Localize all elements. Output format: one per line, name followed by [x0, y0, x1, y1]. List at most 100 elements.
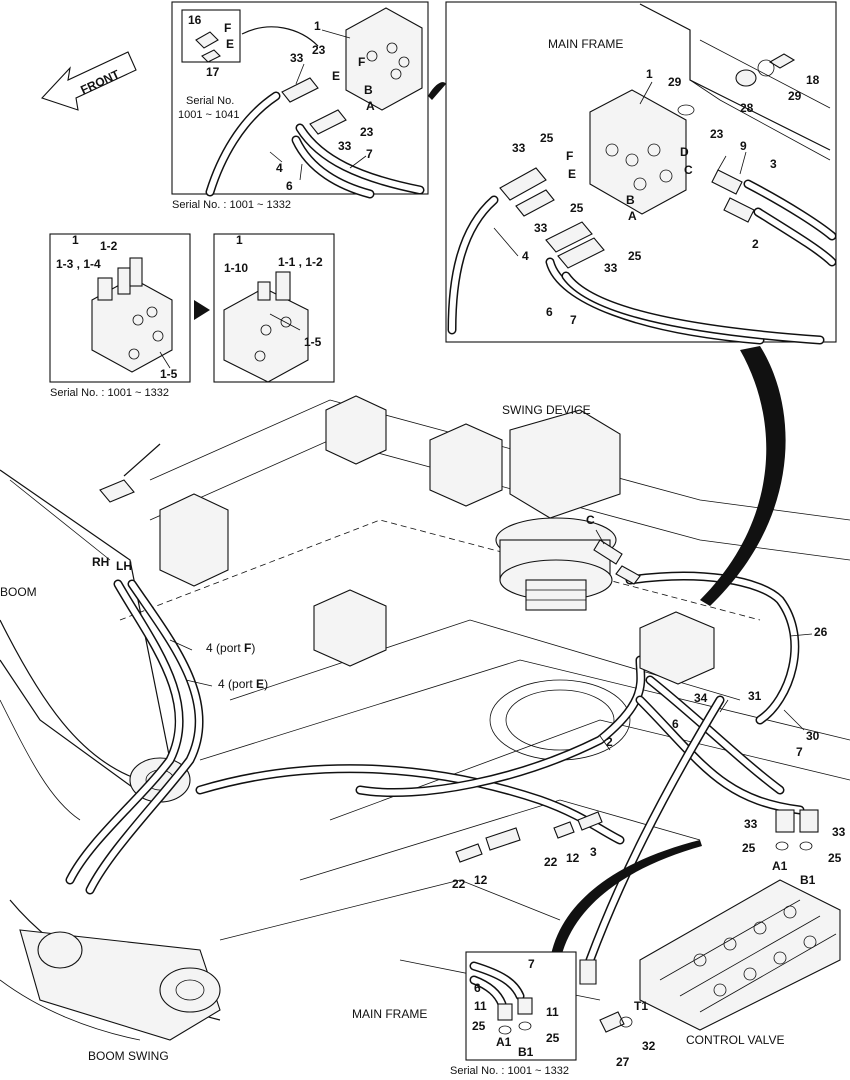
front-arrow: FRONT	[41, 51, 137, 111]
callout-23: 23	[710, 127, 724, 141]
callout-1-2: 1-2	[100, 239, 118, 253]
callout-4: 4	[522, 249, 529, 263]
serial-small-line2: 1001 ~ 1041	[178, 109, 239, 121]
callout-12b: 12	[474, 873, 488, 887]
callout-34: 34	[694, 691, 708, 705]
callout-26: 26	[814, 625, 828, 639]
callout-E: E	[226, 37, 234, 51]
valve-inset-serial: Serial No. : 1001 ~ 1332	[50, 387, 169, 399]
callout-1: 1	[646, 67, 653, 81]
inset-transition-arrow	[194, 300, 210, 320]
callout-25: 25	[540, 131, 554, 145]
callout-A: A	[628, 209, 637, 223]
boom-label: BOOM	[0, 585, 37, 599]
callout-33: 33	[290, 51, 304, 65]
callout-29b: 29	[788, 89, 802, 103]
callout-7: 7	[366, 147, 373, 161]
main-view: SWING DEVICE C BOOM RH LH 4 (port F) 4 (…	[0, 346, 850, 1069]
rh-label: RH	[92, 555, 109, 569]
serial-small-line1: Serial No.	[186, 95, 234, 107]
callout-12a: 12	[566, 851, 580, 865]
callout-1-10: 1-10	[224, 261, 248, 275]
callout-29: 29	[668, 75, 682, 89]
callout-6: 6	[286, 179, 293, 193]
callout-25a: 25	[472, 1019, 486, 1033]
callout-27: 27	[616, 1055, 630, 1069]
callout-1-3-1-4: 1-3 , 1-4	[56, 257, 101, 271]
callout-E2: E	[332, 69, 340, 83]
callout-23b: 23	[360, 125, 374, 139]
callout-7: 7	[528, 957, 535, 971]
callout-23: 23	[312, 43, 326, 57]
callout-E: E	[568, 167, 576, 181]
valve-inset-right: 1 1-10 1-1 , 1-2 1-5	[213, 233, 335, 383]
callout-1b: 1	[236, 233, 243, 247]
control-valve-label: CONTROL VALVE	[686, 1033, 784, 1047]
callout-4: 4	[276, 161, 283, 175]
callout-1-5b: 1-5	[304, 335, 322, 349]
callout-2: 2	[752, 237, 759, 251]
callout-D: D	[680, 145, 689, 159]
callout-17: 17	[206, 65, 220, 79]
port-e-label: 4 (port E)	[218, 677, 268, 691]
callout-B: B	[626, 193, 635, 207]
callout-33b: 33	[534, 221, 548, 235]
top-inset: 16 F E 17 33 23 1 E F B A 23 33 4 6 7 Se…	[171, 1, 429, 199]
valve-block-top	[345, 7, 423, 111]
callout-3: 3	[770, 157, 777, 171]
bottom-inset: 6 7 11 11 25 25 A1 B1	[465, 951, 577, 1061]
callout-A1: A1	[772, 859, 788, 873]
callout-32: 32	[642, 1039, 656, 1053]
callout-F2: F	[358, 55, 365, 69]
callout-7: 7	[796, 745, 803, 759]
callout-11a: 11	[474, 999, 487, 1013]
callout-33c: 33	[604, 261, 618, 275]
port-c-label: C	[586, 513, 595, 527]
valve-block-main-frame	[589, 89, 687, 215]
callout-3: 3	[590, 845, 597, 859]
callout-33b: 33	[832, 825, 846, 839]
valve-inset-left: 1 1-2 1-3 , 1-4 1-5	[49, 233, 191, 383]
callout-7: 7	[570, 313, 577, 327]
callout-6: 6	[546, 305, 553, 319]
callout-31: 31	[748, 689, 762, 703]
callout-22b: 22	[452, 877, 466, 891]
callout-11b: 11	[546, 1005, 559, 1019]
port-f-label: 4 (port F)	[206, 641, 255, 655]
callout-25c: 25	[628, 249, 642, 263]
pointer-curve-right	[700, 346, 786, 606]
callout-25a: 25	[742, 841, 756, 855]
swing-device-label: SWING DEVICE	[502, 403, 591, 417]
callout-25b: 25	[570, 201, 584, 215]
callout-22a: 22	[544, 855, 558, 869]
bottom-inset-serial: Serial No. : 1001 ~ 1332	[450, 1065, 569, 1077]
main-frame-inset-title: MAIN FRAME	[548, 37, 623, 51]
lh-label: LH	[116, 559, 132, 573]
callout-1: 1	[314, 19, 321, 33]
control-valve	[639, 879, 841, 1031]
callout-18: 18	[806, 73, 820, 87]
pointer-arrow-top	[428, 82, 446, 100]
callout-1-1-1-2: 1-1 , 1-2	[278, 255, 323, 269]
swing-device	[495, 409, 621, 611]
callout-F: F	[224, 21, 231, 35]
main-frame-label: MAIN FRAME	[352, 1007, 427, 1021]
boom-swing-label: BOOM SWING	[88, 1049, 169, 1063]
callout-B1: B1	[518, 1045, 534, 1059]
callout-A: A	[366, 99, 375, 113]
callout-25b: 25	[546, 1031, 560, 1045]
callout-1-5: 1-5	[160, 367, 178, 381]
callout-16: 16	[188, 13, 202, 27]
main-frame-inset: MAIN FRAME 1 29 18 28 29 25 33 F E D C 2…	[445, 1, 837, 345]
callout-33b: 33	[338, 139, 352, 153]
callout-33a: 33	[744, 817, 758, 831]
callout-1: 1	[72, 233, 79, 247]
callout-F: F	[566, 149, 573, 163]
callout-28: 28	[740, 101, 754, 115]
callout-B1: B1	[800, 873, 816, 887]
callout-25b: 25	[828, 851, 842, 865]
valve-block-on-frame	[639, 611, 715, 685]
callout-T1: T1	[634, 999, 648, 1013]
callout-33: 33	[512, 141, 526, 155]
